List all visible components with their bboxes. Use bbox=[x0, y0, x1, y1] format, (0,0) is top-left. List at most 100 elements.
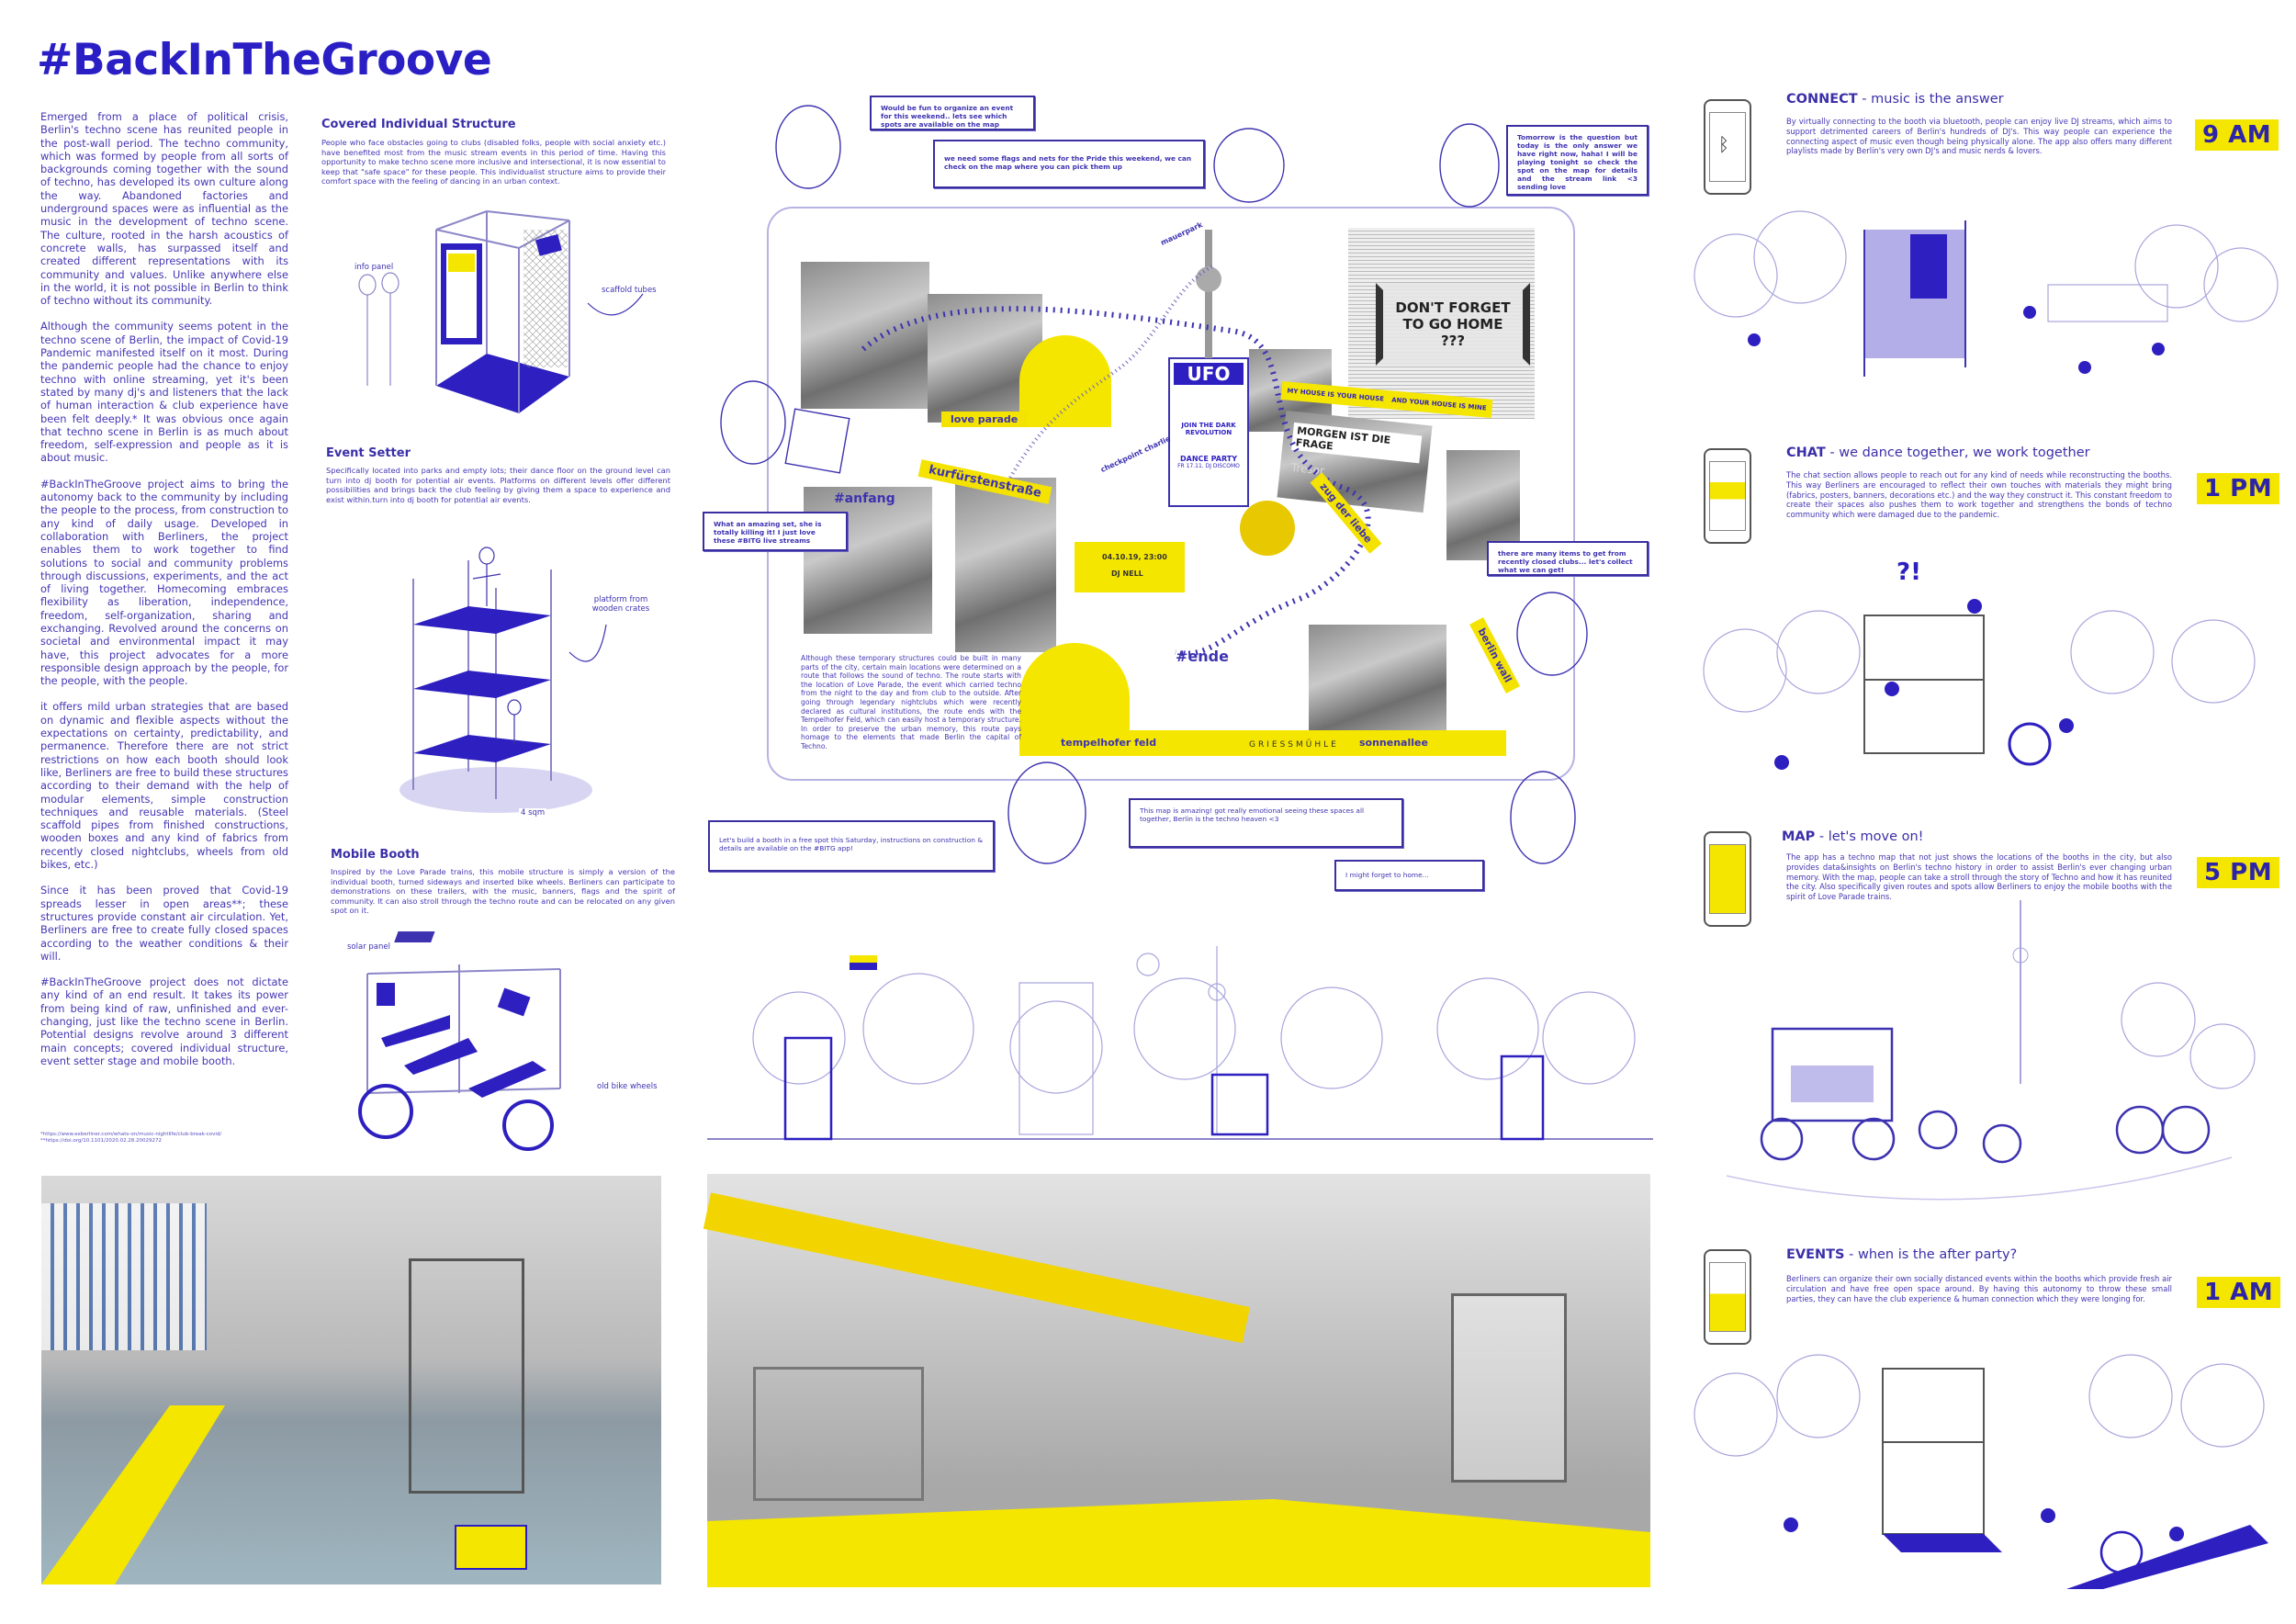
event-setter-structure bbox=[409, 1258, 524, 1494]
photo-griessmuehle bbox=[1309, 625, 1446, 730]
ticket-date: 04.10.19, 23:00 bbox=[1102, 553, 1167, 561]
connect-scene-illustration bbox=[1694, 210, 2279, 377]
app-section-body: The app has a techno map that not just s… bbox=[1786, 852, 2172, 902]
time-badge: 5 PM bbox=[2197, 857, 2280, 888]
label-old-bike-wheels: old bike wheels bbox=[597, 1082, 658, 1091]
app-section-heading-chat: CHAT - we dance together, we work togeth… bbox=[1786, 445, 2090, 460]
chat-exclaim: ?! bbox=[1896, 558, 1921, 586]
event-setter-text: Specifically located into parks and empt… bbox=[326, 466, 670, 504]
render-street-booths bbox=[703, 1174, 1650, 1587]
phone-events bbox=[1704, 1249, 1751, 1345]
chat-bubble: Let's build a booth in a free spot this … bbox=[708, 820, 995, 872]
photo-victory-column bbox=[801, 262, 929, 409]
section-subtitle: - let's move on! bbox=[1815, 829, 1924, 844]
intro-paragraph: Since it has been proved that Covid-19 s… bbox=[40, 884, 288, 963]
chat-bubble: Would be fun to organize an event for th… bbox=[870, 96, 1035, 130]
app-section-heading-connect: CONNECT - music is the answer bbox=[1786, 92, 2004, 107]
brandenburg-gate-yellow bbox=[1019, 335, 1111, 427]
phone-connect: ᛒ bbox=[1704, 99, 1751, 195]
app-section-heading-map: MAP - let's move on! bbox=[1782, 829, 1924, 844]
section-subtitle: - we dance together, we work together bbox=[1825, 445, 2090, 460]
mobile-booth-heading: Mobile Booth bbox=[331, 848, 420, 862]
mobile-booth-sign bbox=[455, 1525, 527, 1570]
events-scene-illustration bbox=[1694, 1354, 2268, 1589]
label-platform-crates: platform from wooden crates bbox=[591, 595, 650, 614]
ufo-party: DANCE PARTY bbox=[1179, 455, 1238, 463]
event-setter-illustration bbox=[400, 547, 607, 813]
section-name: MAP bbox=[1782, 829, 1816, 844]
yellow-path bbox=[41, 1405, 225, 1585]
chat-bubble: This map is amazing! got really emotiona… bbox=[1129, 798, 1403, 848]
tempelhof-yellow bbox=[1019, 643, 1130, 730]
intro-paragraph: Although the community seems potent in t… bbox=[40, 320, 288, 465]
map-label-griessmuehle[interactable]: GRIESSMÜHLE bbox=[1249, 740, 1339, 750]
apartment-blocks bbox=[41, 1203, 207, 1350]
route-description: Although these temporary structures coul… bbox=[801, 654, 1021, 750]
ubahn-train bbox=[703, 1192, 1251, 1344]
section-subtitle: - when is the after party? bbox=[1844, 1247, 2018, 1262]
chat-bubble: What an amazing set, she is totally kill… bbox=[703, 512, 848, 551]
intro-paragraph: #BackInTheGroove project does not dictat… bbox=[40, 976, 288, 1067]
section-name: CONNECT bbox=[1786, 92, 1858, 107]
ticket-dj: DJ NELL bbox=[1111, 570, 1143, 578]
mobile-booth-text: Inspired by the Love Parade trains, this… bbox=[331, 867, 675, 916]
map-label-tempelhofer-feld[interactable]: tempelhofer feld bbox=[1061, 737, 1157, 749]
map-scene-illustration bbox=[1726, 900, 2256, 1201]
app-section-body: The chat section allows people to reach … bbox=[1786, 470, 2172, 520]
ufo-flyer: UFO JOIN THE DARK REVOLUTION DANCE PARTY… bbox=[1168, 357, 1249, 507]
covered-booth-render bbox=[1451, 1293, 1567, 1483]
ufo-title: UFO bbox=[1174, 363, 1244, 385]
chat-bubble: there are many items to get from recentl… bbox=[1487, 541, 1649, 576]
photo-kurfuerstenstrasse bbox=[955, 478, 1056, 652]
chat-scene-illustration bbox=[1703, 599, 2256, 770]
footnote: *https://www.exberliner.com/whats-on/mus… bbox=[40, 1132, 222, 1137]
ufo-subtitle: JOIN THE DARK REVOLUTION bbox=[1181, 422, 1236, 436]
bluetooth-icon: ᛒ bbox=[1718, 133, 1729, 155]
ufo-date: FR 17.11. DJ DISCOMO bbox=[1177, 463, 1240, 469]
footnote: **https://doi.org/10.1101/2020.02.28.200… bbox=[40, 1138, 163, 1144]
newspaper-collage: DON'T FORGET TO GO HOME ??? bbox=[1348, 228, 1535, 419]
time-badge: 1 PM bbox=[2197, 473, 2280, 504]
intro-paragraph: it offers mild urban strategies that are… bbox=[40, 700, 288, 872]
poster-title: #BackInTheGroove bbox=[37, 35, 492, 85]
chat-bubble: I might forget to home... bbox=[1334, 860, 1484, 891]
covered-structure-heading: Covered Individual Structure bbox=[321, 118, 516, 131]
tv-tower-sphere bbox=[1196, 266, 1221, 292]
map-label-ende[interactable]: #ende bbox=[1176, 648, 1229, 665]
app-section-body: By virtually connecting to the booth via… bbox=[1786, 117, 2172, 156]
label-solar-panel: solar panel bbox=[347, 942, 390, 952]
label-info-panel: info panel bbox=[355, 263, 394, 272]
app-section-heading-events: EVENTS - when is the after party? bbox=[1786, 1247, 2017, 1262]
chat-bubble: Tomorrow is the question but today is th… bbox=[1506, 125, 1649, 196]
app-section-body: Berliners can organize their own sociall… bbox=[1786, 1274, 2172, 1303]
time-badge: 1 AM bbox=[2197, 1277, 2281, 1308]
chat-bubble: we need some flags and nets for the Prid… bbox=[933, 140, 1205, 188]
section-name: EVENTS bbox=[1786, 1247, 1845, 1262]
map-label-sonnenallee[interactable]: sonnenallee bbox=[1359, 737, 1428, 749]
section-name: CHAT bbox=[1786, 445, 1826, 460]
event-setter-heading: Event Setter bbox=[326, 446, 411, 460]
section-subtitle: - music is the answer bbox=[1857, 92, 2004, 107]
smiley-icon bbox=[1240, 501, 1295, 556]
map-label-love-parade[interactable]: love parade bbox=[941, 412, 1028, 427]
phone-chat bbox=[1704, 448, 1751, 544]
intro-paragraph: Emerged from a place of political crisis… bbox=[40, 110, 288, 308]
ticket: 04.10.19, 23:00 DJ NELL bbox=[1075, 542, 1185, 592]
berlin-skyline-illustration bbox=[707, 946, 1653, 1141]
photo-crowd bbox=[804, 487, 932, 634]
render-event-setter-park bbox=[41, 1176, 661, 1585]
people-around-map-illustration bbox=[720, 105, 1588, 864]
mobile-booth-render bbox=[753, 1367, 924, 1501]
tv-tower bbox=[1205, 230, 1212, 358]
covered-structure-text: People who face obstacles going to clubs… bbox=[321, 138, 666, 186]
phone-map bbox=[1704, 831, 1751, 927]
intro-paragraph: #BackInTheGroove project aims to bring t… bbox=[40, 477, 288, 688]
map-bottom-strip bbox=[1019, 730, 1506, 756]
map-label-anfang[interactable]: #anfang bbox=[834, 491, 895, 506]
newspaper-headline: DON'T FORGET TO GO HOME ??? bbox=[1376, 283, 1530, 366]
label-4-sqm: 4 sqm bbox=[519, 808, 547, 818]
intro-text: Emerged from a place of political crisis… bbox=[40, 110, 288, 1080]
label-scaffold-tubes: scaffold tubes bbox=[602, 286, 657, 295]
techno-map-frame bbox=[767, 207, 1575, 781]
mobile-booth-illustration bbox=[358, 931, 561, 1151]
